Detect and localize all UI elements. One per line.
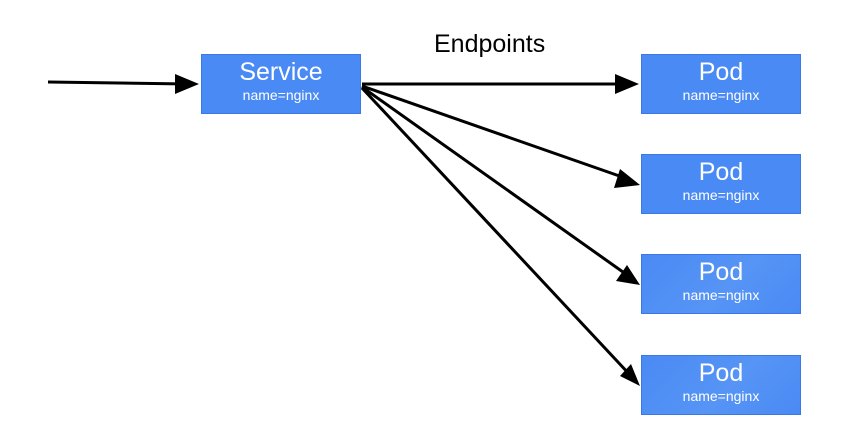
pod-2-title: Pod	[698, 158, 744, 186]
arrow-to-pod-4	[360, 86, 633, 378]
pod-node-1: Pod name=nginx	[641, 54, 801, 114]
pod-4-selector: name=nginx	[682, 388, 760, 404]
pod-node-2: Pod name=nginx	[641, 154, 801, 214]
arrow-to-pod-2	[361, 84, 629, 181]
arrow-to-pod-3	[361, 85, 631, 279]
service-node: Service name=nginx	[201, 54, 361, 114]
service-selector: name=nginx	[242, 87, 320, 103]
pod-node-3: Pod name=nginx	[641, 254, 801, 314]
pod-node-4: Pod name=nginx	[641, 355, 801, 415]
arrowhead-pod-1	[615, 74, 639, 94]
arrowhead-pod-2	[614, 169, 640, 188]
pod-3-title: Pod	[698, 258, 744, 286]
pod-1-selector: name=nginx	[682, 87, 760, 103]
incoming-arrowhead	[175, 74, 199, 94]
pod-1-title: Pod	[698, 58, 744, 86]
arrowhead-pod-3	[616, 265, 640, 285]
arrowhead-pod-4	[620, 364, 640, 386]
endpoints-label: Endpoints	[434, 30, 546, 58]
service-title: Service	[239, 58, 323, 86]
pod-3-selector: name=nginx	[682, 287, 760, 303]
pod-4-title: Pod	[698, 359, 744, 387]
incoming-arrow	[47, 80, 189, 86]
pod-2-selector: name=nginx	[682, 187, 760, 203]
